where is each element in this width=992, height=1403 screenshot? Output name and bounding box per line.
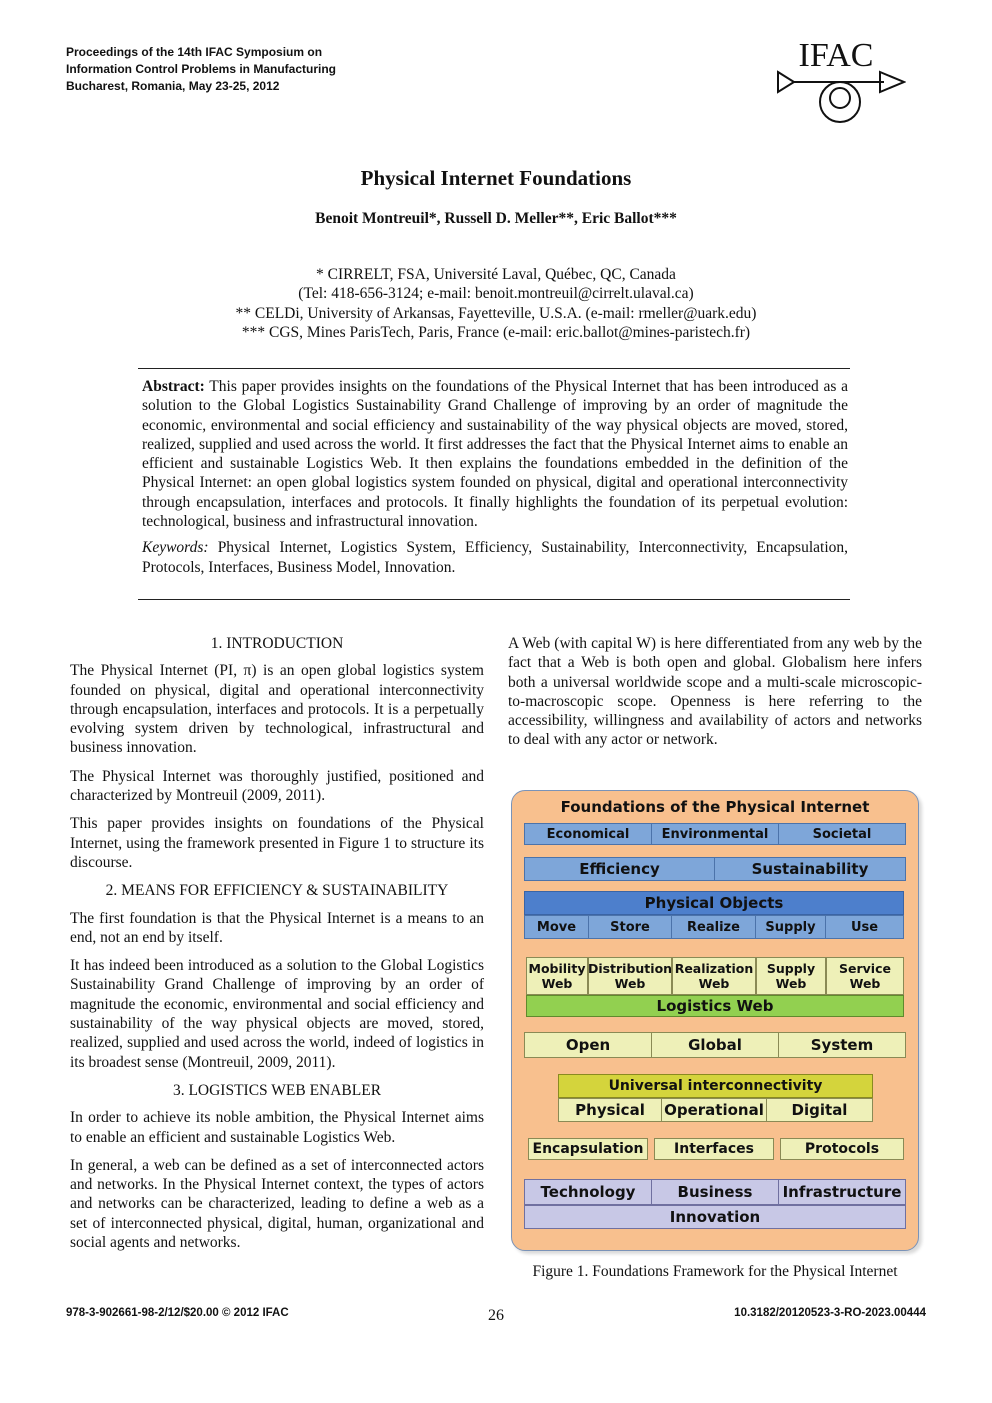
box-innovation: Innovation bbox=[524, 1205, 906, 1229]
box-business: Business bbox=[651, 1179, 779, 1205]
proceedings-header: Proceedings of the 14th IFAC Symposium o… bbox=[66, 44, 336, 95]
keywords-paragraph: Keywords: Physical Internet, Logistics S… bbox=[142, 538, 848, 577]
box-system: System bbox=[778, 1032, 906, 1058]
box-use: Use bbox=[825, 915, 904, 939]
header-line-2: Information Control Problems in Manufact… bbox=[66, 62, 336, 76]
box-physical-objects: Physical Objects bbox=[524, 891, 904, 915]
box-environmental: Environmental bbox=[651, 823, 779, 845]
means-paragraph-2: It has indeed been introduced as a solut… bbox=[70, 957, 484, 1071]
box-infrastructure: Infrastructure bbox=[778, 1179, 906, 1205]
box-encapsulation: Encapsulation bbox=[528, 1138, 648, 1160]
logo-text: IFAC bbox=[799, 37, 874, 74]
box-supply: Supply bbox=[755, 915, 826, 939]
figure-caption: Figure 1. Foundations Framework for the … bbox=[532, 1263, 898, 1280]
figure-title: Foundations of the Physical Internet bbox=[560, 797, 870, 816]
logistics-paragraph-2: In general, a web can be defined as a se… bbox=[70, 1156, 484, 1252]
paper-title: Physical Internet Foundations bbox=[360, 166, 632, 190]
keywords-text: Physical Internet, Logistics System, Eff… bbox=[142, 539, 848, 576]
realization-web-line1: Realization bbox=[674, 961, 754, 976]
header-line-3: Bucharest, Romania, May 23-25, 2012 bbox=[66, 79, 280, 93]
supply-web-line2: Web bbox=[775, 976, 807, 991]
box-open: Open bbox=[524, 1032, 652, 1058]
supply-web-line1: Supply bbox=[766, 961, 816, 976]
footer-isbn: 978-3-902661-98-2/12/$20.00 © 2012 IFAC bbox=[66, 1307, 289, 1319]
box-logistics-web: Logistics Web bbox=[526, 995, 904, 1017]
foundations-figure: Foundations of the Physical Internet Eco… bbox=[511, 790, 919, 1251]
affiliation-3: *** CGS, Mines ParisTech, Paris, France … bbox=[241, 323, 751, 341]
section-heading-means: 2. MEANS FOR EFFICIENCY & SUSTAINABILITY bbox=[105, 882, 449, 900]
box-societal: Societal bbox=[778, 823, 906, 845]
ifac-logo: IFAC bbox=[776, 36, 907, 128]
web-definition-paragraph: A Web (with capital W) is here different… bbox=[508, 635, 922, 749]
box-interfaces: Interfaces bbox=[654, 1138, 774, 1160]
abstract-label: Abstract: bbox=[142, 378, 205, 395]
keywords-label: Keywords: bbox=[142, 539, 209, 557]
box-realize: Realize bbox=[671, 915, 756, 939]
realization-web-line2: Web bbox=[698, 976, 730, 991]
abstract-block: Abstract: This paper provides insights o… bbox=[142, 377, 848, 584]
box-global: Global bbox=[651, 1032, 779, 1058]
affiliation-1-contact: (Tel: 418-656-3124; e-mail: benoit.montr… bbox=[298, 285, 694, 303]
box-technology: Technology bbox=[524, 1179, 652, 1205]
ifac-logo-graphic: IFAC bbox=[777, 37, 907, 123]
right-column: A Web (with capital W) is here different… bbox=[508, 634, 922, 759]
section-heading-logistics-web: 3. LOGISTICS WEB ENABLER bbox=[172, 1081, 382, 1099]
section-heading-introduction: 1. INTRODUCTION bbox=[210, 635, 344, 652]
intro-paragraph-2: The Physical Internet was thoroughly jus… bbox=[70, 767, 484, 805]
abstract-text: This paper provides insights on the foun… bbox=[142, 378, 848, 531]
box-economical: Economical bbox=[524, 823, 652, 845]
box-efficiency: Efficiency bbox=[524, 857, 715, 881]
header-line-1: Proceedings of the 14th IFAC Symposium o… bbox=[66, 45, 323, 59]
abstract-bottom-rule bbox=[138, 599, 850, 600]
left-column: 1. INTRODUCTION The Physical Internet (P… bbox=[70, 634, 484, 1261]
intro-paragraph-1: The Physical Internet (PI, π) is an open… bbox=[70, 662, 484, 757]
box-protocols: Protocols bbox=[780, 1138, 904, 1160]
service-web-line1: Service bbox=[839, 961, 891, 976]
mobility-web-line1: Mobility bbox=[528, 961, 586, 976]
means-paragraph-1: The first foundation is that the Physica… bbox=[70, 909, 484, 946]
box-universal-interconnectivity: Universal interconnectivity bbox=[558, 1074, 873, 1098]
page-number: 26 bbox=[488, 1307, 504, 1324]
box-physical: Physical bbox=[558, 1098, 662, 1122]
box-sustainability: Sustainability bbox=[714, 857, 906, 881]
affiliation-2: ** CELDi, University of Arkansas, Fayett… bbox=[235, 304, 757, 322]
paper-authors: Benoit Montreuil*, Russell D. Meller**, … bbox=[315, 210, 677, 227]
mobility-web-line2: Web bbox=[541, 976, 573, 991]
abstract-top-rule bbox=[138, 368, 850, 369]
abstract-paragraph: Abstract: This paper provides insights o… bbox=[142, 377, 848, 531]
affiliations: * CIRRELT, FSA, Université Laval, Québec… bbox=[0, 265, 992, 342]
affiliation-1: * CIRRELT, FSA, Université Laval, Québec… bbox=[316, 266, 676, 283]
intro-paragraph-3: This paper provides insights on foundati… bbox=[70, 815, 484, 871]
box-digital: Digital bbox=[766, 1098, 873, 1122]
distribution-web-line2: Web bbox=[614, 976, 646, 991]
logistics-paragraph-1: In order to achieve its noble ambition, … bbox=[70, 1109, 484, 1146]
distribution-web-line1: Distribution bbox=[587, 961, 673, 976]
footer-doi: 10.3182/20120523-3-RO-2023.00444 bbox=[734, 1307, 926, 1319]
box-store: Store bbox=[588, 915, 672, 939]
box-move: Move bbox=[524, 915, 589, 939]
box-operational: Operational bbox=[661, 1098, 767, 1122]
service-web-line2: Web bbox=[849, 976, 881, 991]
